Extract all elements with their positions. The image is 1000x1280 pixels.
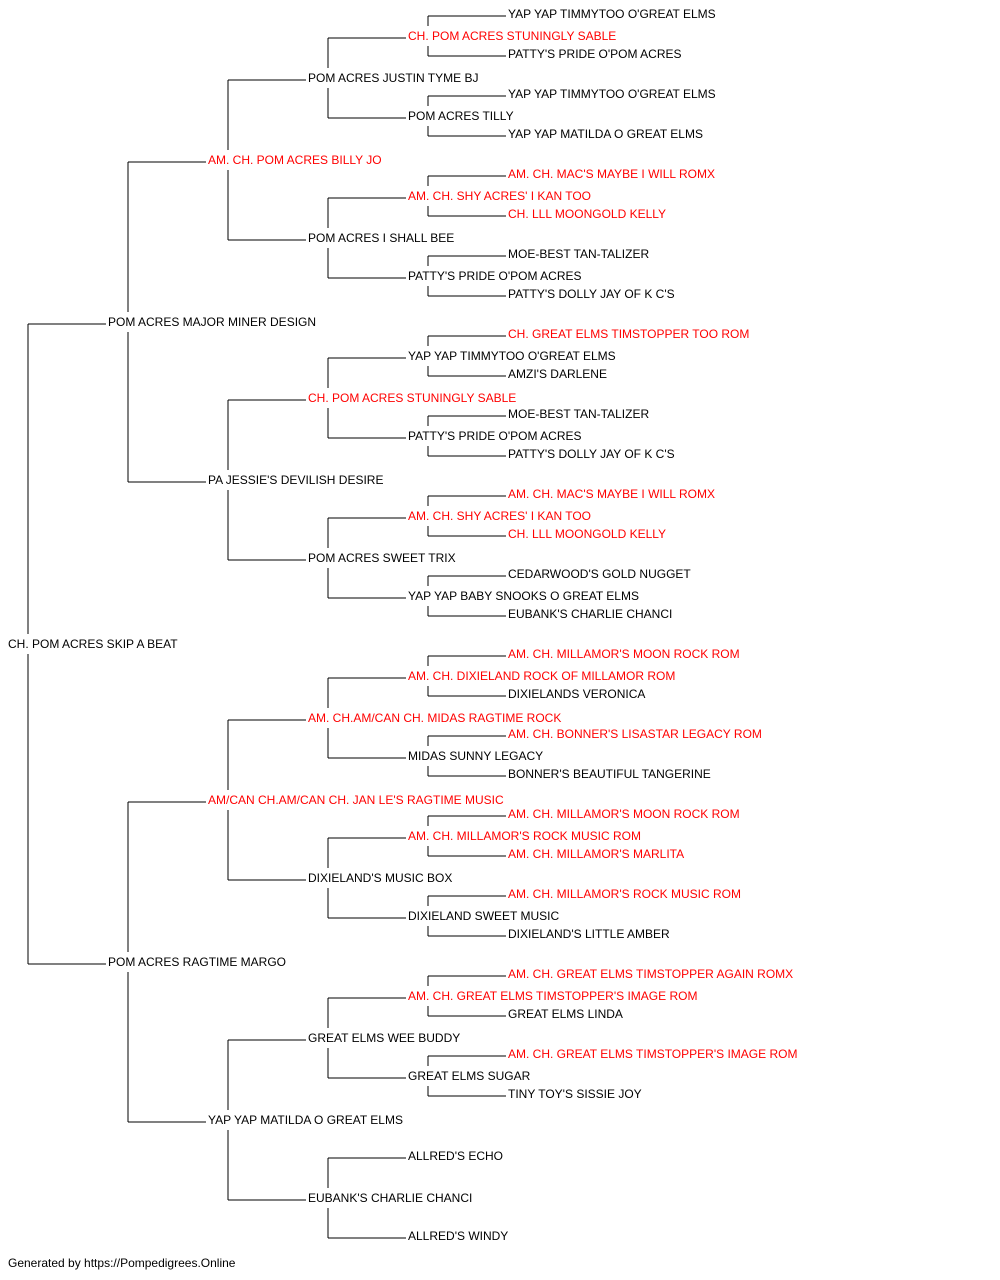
ancestor-name: AM. CH. MAC'S MAYBE I WILL ROMX (508, 487, 715, 501)
ancestor-name: YAP YAP TIMMYTOO O'GREAT ELMS (508, 87, 716, 101)
ancestor-name: EUBANK'S CHARLIE CHANCI (308, 1191, 472, 1205)
ancestor-name: AM. CH. MILLAMOR'S ROCK MUSIC ROM (408, 829, 641, 843)
ancestor-name: POM ACRES SWEET TRIX (308, 551, 456, 565)
ancestor-name: CH. POM ACRES SKIP A BEAT (8, 637, 178, 651)
ancestor-name: PATTY'S DOLLY JAY OF K C'S (508, 287, 675, 301)
ancestor-name: MOE-BEST TAN-TALIZER (508, 247, 649, 261)
ancestor-name: GREAT ELMS LINDA (508, 1007, 623, 1021)
ancestor-name: ALLRED'S WINDY (408, 1229, 508, 1243)
ancestor-name: YAP YAP TIMMYTOO O'GREAT ELMS (408, 349, 616, 363)
ancestor-name: YAP YAP MATILDA O GREAT ELMS (208, 1113, 403, 1127)
ancestor-name: YAP YAP MATILDA O GREAT ELMS (508, 127, 703, 141)
ancestor-name: PATTY'S DOLLY JAY OF K C'S (508, 447, 675, 461)
ancestor-name: AM. CH. GREAT ELMS TIMSTOPPER'S IMAGE RO… (408, 989, 697, 1003)
ancestor-name: POM ACRES I SHALL BEE (308, 231, 454, 245)
ancestor-name: AM. CH. MILLAMOR'S MOON ROCK ROM (508, 807, 740, 821)
ancestor-name: AM. CH.AM/CAN CH. MIDAS RAGTIME ROCK (308, 711, 561, 725)
ancestor-name: TINY TOY'S SISSIE JOY (508, 1087, 642, 1101)
ancestor-name: AM. CH. MAC'S MAYBE I WILL ROMX (508, 167, 715, 181)
ancestor-name: CH. LLL MOONGOLD KELLY (508, 207, 666, 221)
ancestor-name: AM. CH. MILLAMOR'S MARLITA (508, 847, 684, 861)
ancestor-name: EUBANK'S CHARLIE CHANCI (508, 607, 672, 621)
ancestor-name: AM. CH. POM ACRES BILLY JO (208, 153, 382, 167)
ancestor-name: AM/CAN CH.AM/CAN CH. JAN LE'S RAGTIME MU… (208, 793, 504, 807)
ancestor-name: ALLRED'S ECHO (408, 1149, 503, 1163)
ancestor-name: YAP YAP BABY SNOOKS O GREAT ELMS (408, 589, 639, 603)
ancestor-name: AM. CH. GREAT ELMS TIMSTOPPER AGAIN ROMX (508, 967, 793, 981)
ancestor-name: DIXIELAND SWEET MUSIC (408, 909, 559, 923)
ancestor-name: PA JESSIE'S DEVILISH DESIRE (208, 473, 383, 487)
ancestor-name: CH. GREAT ELMS TIMSTOPPER TOO ROM (508, 327, 749, 341)
ancestor-name: POM ACRES MAJOR MINER DESIGN (108, 315, 316, 329)
ancestor-name: POM ACRES TILLY (408, 109, 514, 123)
footer-credit: Generated by https://Pompedigrees.Online (8, 1256, 236, 1270)
ancestor-name: AM. CH. DIXIELAND ROCK OF MILLAMOR ROM (408, 669, 675, 683)
ancestor-name: AMZI'S DARLENE (508, 367, 607, 381)
ancestor-name: CH. POM ACRES STUNINGLY SABLE (308, 391, 516, 405)
ancestor-name: AM. CH. GREAT ELMS TIMSTOPPER'S IMAGE RO… (508, 1047, 797, 1061)
ancestor-name: AM. CH. MILLAMOR'S ROCK MUSIC ROM (508, 887, 741, 901)
ancestor-name: GREAT ELMS SUGAR (408, 1069, 531, 1083)
ancestor-name: MIDAS SUNNY LEGACY (408, 749, 543, 763)
ancestor-name: CH. LLL MOONGOLD KELLY (508, 527, 666, 541)
ancestor-name: PATTY'S PRIDE O'POM ACRES (508, 47, 682, 61)
ancestor-name: MOE-BEST TAN-TALIZER (508, 407, 649, 421)
ancestor-name: AM. CH. BONNER'S LISASTAR LEGACY ROM (508, 727, 762, 741)
ancestor-name: CH. POM ACRES STUNINGLY SABLE (408, 29, 616, 43)
ancestor-name: POM ACRES RAGTIME MARGO (108, 955, 286, 969)
ancestor-name: CEDARWOOD'S GOLD NUGGET (508, 567, 691, 581)
ancestor-name: DIXIELAND'S MUSIC BOX (308, 871, 452, 885)
ancestor-name: GREAT ELMS WEE BUDDY (308, 1031, 460, 1045)
ancestor-name: BONNER'S BEAUTIFUL TANGERINE (508, 767, 711, 781)
ancestor-name: DIXIELANDS VERONICA (508, 687, 645, 701)
ancestor-name: PATTY'S PRIDE O'POM ACRES (408, 429, 582, 443)
ancestor-name: POM ACRES JUSTIN TYME BJ (308, 71, 478, 85)
ancestor-name: AM. CH. SHY ACRES' I KAN TOO (408, 509, 591, 523)
ancestor-name: AM. CH. SHY ACRES' I KAN TOO (408, 189, 591, 203)
ancestor-name: PATTY'S PRIDE O'POM ACRES (408, 269, 582, 283)
ancestor-name: DIXIELAND'S LITTLE AMBER (508, 927, 670, 941)
ancestor-name: AM. CH. MILLAMOR'S MOON ROCK ROM (508, 647, 740, 661)
ancestor-name: YAP YAP TIMMYTOO O'GREAT ELMS (508, 7, 716, 21)
